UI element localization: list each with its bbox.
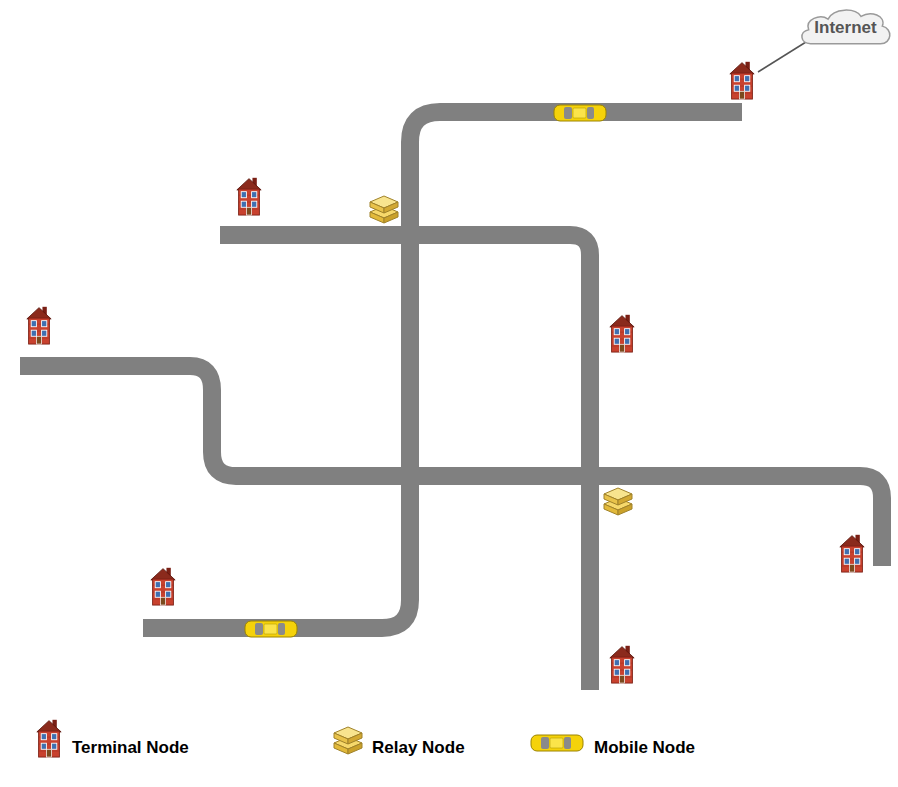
terminal-node bbox=[730, 62, 754, 99]
mobile-node bbox=[245, 621, 297, 637]
relay-node bbox=[604, 488, 632, 515]
terminal-node bbox=[610, 315, 634, 352]
roads bbox=[20, 112, 882, 690]
legend-terminal-icon bbox=[37, 720, 61, 757]
legend-label: Terminal Node bbox=[72, 738, 189, 758]
mobile-node bbox=[554, 105, 606, 121]
legend-relay-icon bbox=[334, 727, 362, 754]
terminal-node bbox=[610, 646, 634, 683]
terminal-node bbox=[840, 535, 864, 572]
terminal-node bbox=[151, 568, 175, 605]
road bbox=[20, 366, 882, 566]
road bbox=[143, 112, 742, 628]
cloud-shape bbox=[802, 10, 890, 44]
legend-mobile-icon bbox=[531, 735, 583, 751]
terminal-node bbox=[237, 178, 261, 215]
cloud-node: Internet bbox=[797, 5, 894, 49]
relay-node bbox=[370, 196, 398, 223]
internet-link bbox=[758, 42, 806, 72]
legend-label: Relay Node bbox=[372, 738, 465, 758]
cloud-label: Internet bbox=[814, 18, 876, 38]
terminal-node bbox=[27, 307, 51, 344]
legend-label: Mobile Node bbox=[594, 738, 695, 758]
